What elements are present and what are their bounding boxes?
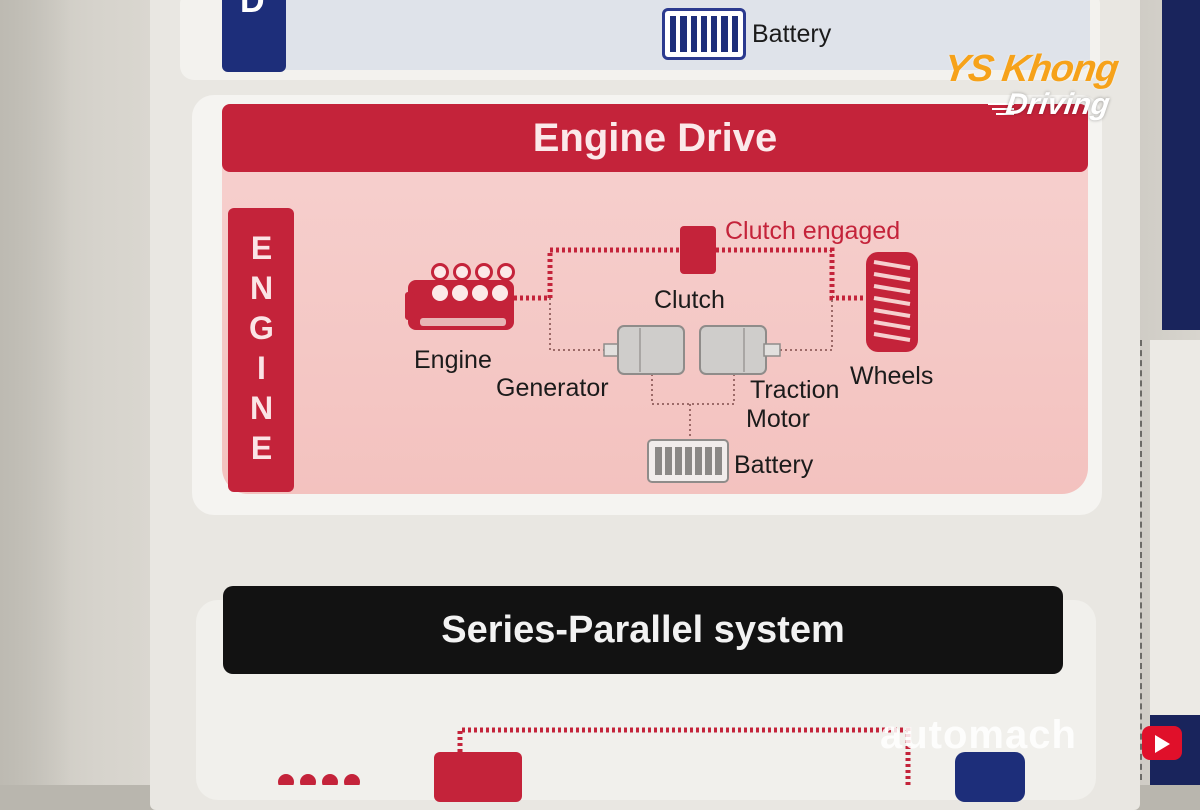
engine-drive-title: Engine Drive	[222, 104, 1088, 172]
wall-shadow	[0, 0, 70, 785]
series-parallel-engine-icon	[278, 774, 360, 785]
engine-label: Engine	[414, 346, 492, 374]
clutch-engaged-label: Clutch engaged	[725, 217, 901, 245]
generator-label: Generator	[496, 374, 609, 402]
wheels-label: Wheels	[850, 362, 934, 390]
top-panel-side-tab	[222, 0, 286, 72]
battery-label: Battery	[734, 451, 814, 479]
automacha-watermark: automach	[880, 713, 1077, 757]
series-parallel-flow-line	[457, 727, 911, 785]
wheel-icon	[866, 252, 918, 352]
series-parallel-wheel-icon	[955, 752, 1025, 802]
poster-dashed-edge	[1140, 340, 1142, 780]
clutch-icon	[680, 226, 716, 274]
engine-side-label: ENGINE	[228, 208, 294, 492]
power-flow-line	[514, 247, 868, 301]
adjacent-poster	[1150, 340, 1200, 760]
engine-icon	[405, 263, 515, 330]
engine-drive-diagram	[405, 226, 918, 483]
ys-khong-logo: YS Khong	[941, 48, 1121, 90]
top-battery-label: Battery	[752, 20, 832, 48]
series-parallel-title: Series-Parallel system	[223, 586, 1063, 674]
battery-icon	[647, 439, 729, 483]
generator-connection-line	[549, 298, 610, 351]
adjacent-poster-blue-band	[1162, 0, 1200, 330]
speed-lines-icon	[988, 103, 1014, 115]
top-panel-body	[222, 0, 1090, 70]
driving-logo: Driving	[1003, 88, 1112, 121]
battery-connection-line	[651, 374, 735, 440]
series-parallel-clutch-icon	[434, 752, 522, 802]
youtube-play-icon	[1155, 735, 1170, 753]
motor-icon	[699, 325, 781, 375]
motor-label: Motor	[746, 405, 810, 433]
generator-icon	[603, 325, 685, 375]
traction-label: Traction	[750, 376, 840, 404]
clutch-label: Clutch	[654, 286, 725, 314]
motor-connection-line	[780, 300, 833, 351]
top-panel-tab-letter: D	[240, 0, 265, 20]
top-battery-icon	[662, 8, 746, 60]
series-parallel-diagram	[278, 727, 911, 785]
